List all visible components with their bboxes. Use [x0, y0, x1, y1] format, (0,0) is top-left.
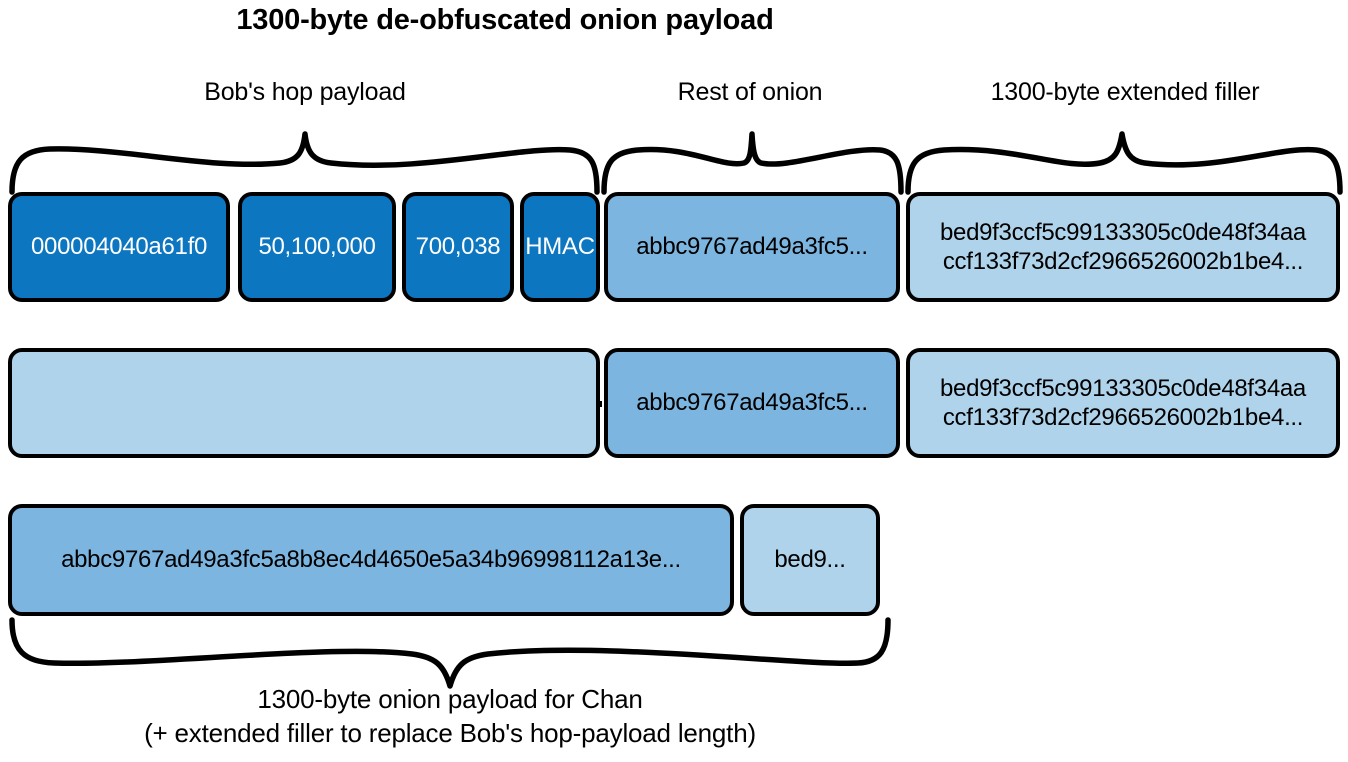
diagram-title: 1300-byte de-obfuscated onion payload — [236, 4, 774, 36]
row1-filler-line2: ccf133f73d2cf2966526002b1be4... — [942, 248, 1304, 275]
row2-filler-line2: ccf133f73d2cf2966526002b1be4... — [942, 404, 1304, 431]
row2-box-extended-filler[interactable]: bed9f3ccf5c99133305c0de48f34aa ccf133f73… — [906, 348, 1340, 458]
brace-rest-of-onion — [601, 131, 904, 195]
caption-line-2: (+ extended filler to replace Bob's hop-… — [144, 718, 756, 748]
row1-box-cltv[interactable]: 700,038 — [402, 192, 514, 302]
brace-label-bobs-hop-payload: Bob's hop payload — [204, 78, 406, 106]
row3-box-onion-payload-for-chan[interactable]: abbc9767ad49a3fc5a8b8ec4d4650e5a34b96998… — [8, 504, 734, 616]
row1-box-hmac[interactable]: HMAC — [520, 192, 600, 302]
row1-box-amount[interactable]: 50,100,000 — [238, 192, 396, 302]
row3-box-extended-filler[interactable]: bed9... — [740, 504, 880, 616]
brace-bobs-hop-payload — [9, 131, 600, 195]
brace-label-rest-of-onion: Rest of onion — [677, 78, 823, 106]
brace-onion-payload-for-chan — [9, 617, 891, 689]
brace-label-extended-filler: 1300-byte extended filler — [990, 78, 1260, 106]
row2-filler-line1: bed9f3ccf5c99133305c0de48f34aa — [939, 374, 1306, 402]
row1-box-extended-filler[interactable]: bed9f3ccf5c99133305c0de48f34aa ccf133f73… — [906, 192, 1340, 302]
caption-line-1: 1300-byte onion payload for Chan — [257, 684, 643, 714]
row2-box-empty-space[interactable] — [8, 348, 600, 458]
row2-box-rest-of-onion[interactable]: abbc9767ad49a3fc5... — [604, 348, 900, 458]
row1-filler-line1: bed9f3ccf5c99133305c0de48f34aa — [939, 218, 1306, 246]
row1-box-rest-of-onion[interactable]: abbc9767ad49a3fc5... — [604, 192, 900, 302]
row1-box-hop-payload-fields[interactable]: 000004040a61f0 — [8, 192, 230, 302]
brace-extended-filler — [905, 131, 1343, 195]
